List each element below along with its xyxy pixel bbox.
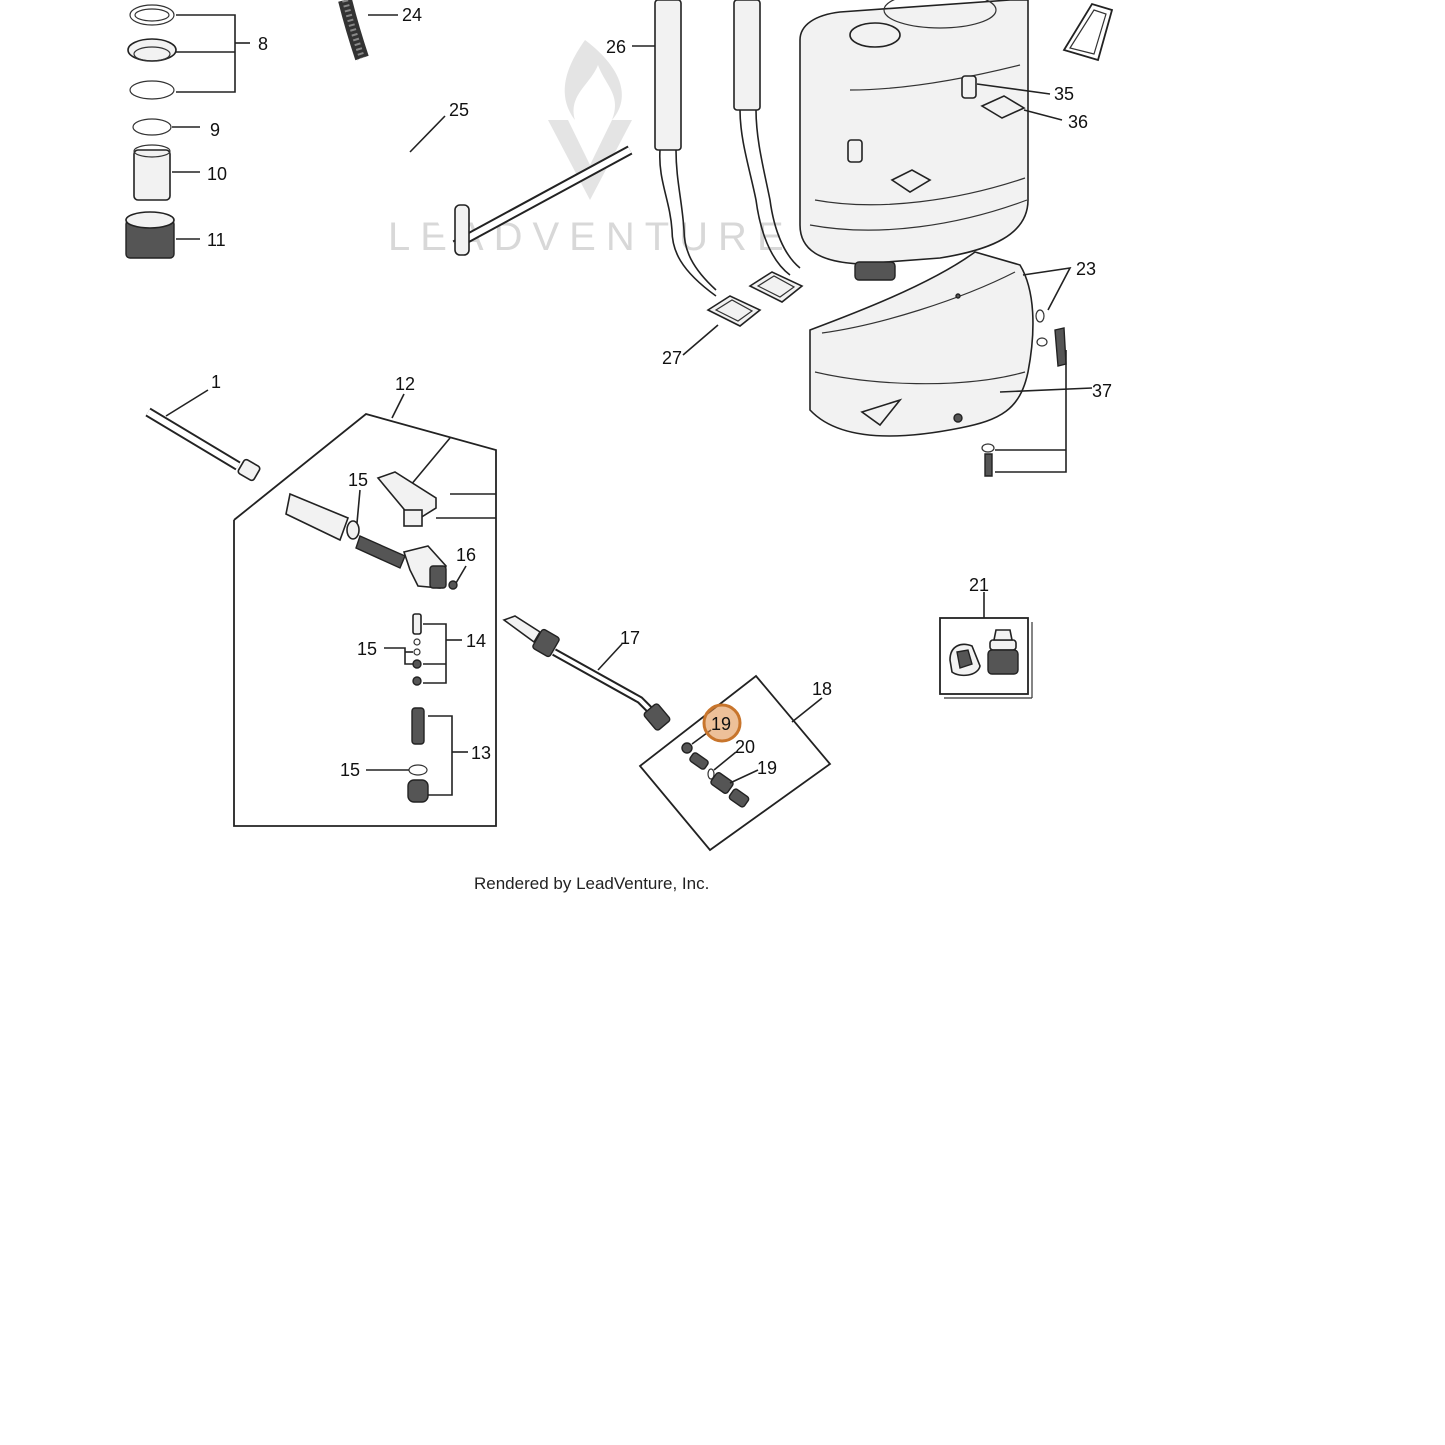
callout-8: 8 xyxy=(258,34,268,54)
part-handle-25 xyxy=(355,58,633,256)
part-35-36 xyxy=(961,75,1063,121)
watermark-logo: LEADVENTURE xyxy=(388,40,794,259)
callout-37: 37 xyxy=(1092,381,1112,401)
callout-21: 21 xyxy=(969,575,989,595)
part-hose-24 xyxy=(338,0,398,61)
callout-23: 23 xyxy=(1076,259,1096,279)
callout-12: 12 xyxy=(395,374,415,394)
callout-35: 35 xyxy=(1054,84,1074,104)
callout-19: 19 xyxy=(757,758,777,778)
callout-25: 25 xyxy=(449,100,469,120)
part-tube-1 xyxy=(145,389,261,482)
part-box-21 xyxy=(939,592,1033,699)
callout-20: 20 xyxy=(735,737,755,757)
watermark-text: LEADVENTURE xyxy=(388,215,794,259)
callout-10: 10 xyxy=(207,164,227,184)
callout-18: 18 xyxy=(812,679,832,699)
part-nozzle-box-18 xyxy=(638,674,832,852)
callout-19-highlighted[interactable]: 19 xyxy=(711,714,731,734)
highlight-marker[interactable] xyxy=(702,703,742,743)
part-tank xyxy=(799,0,1029,281)
part-straps-26 xyxy=(632,0,801,297)
callout-36: 36 xyxy=(1068,112,1088,132)
callout-17: 17 xyxy=(620,628,640,648)
part-gasket-top xyxy=(1062,2,1114,62)
callout-15-top: 15 xyxy=(348,470,368,490)
callout-16: 16 xyxy=(456,545,476,565)
part-buckles-27 xyxy=(682,271,804,356)
part-valve-box-12 xyxy=(233,393,497,827)
credit-text: Rendered by LeadVenture, Inc. xyxy=(474,874,709,893)
callout-15-mid: 15 xyxy=(357,639,377,659)
callout-14: 14 xyxy=(466,631,486,651)
part-wand-17 xyxy=(502,615,671,731)
part-base-tray-37 xyxy=(809,251,1093,477)
callout-11: 11 xyxy=(207,230,226,250)
callout-26: 26 xyxy=(606,37,626,57)
callout-15-bottom: 15 xyxy=(340,760,360,780)
callout-24: 24 xyxy=(402,5,422,25)
callout-9: 9 xyxy=(210,120,220,140)
callout-27: 27 xyxy=(662,348,682,368)
part-group-8-11 xyxy=(125,4,250,259)
callout-1: 1 xyxy=(211,372,221,392)
callout-13: 13 xyxy=(471,743,491,763)
